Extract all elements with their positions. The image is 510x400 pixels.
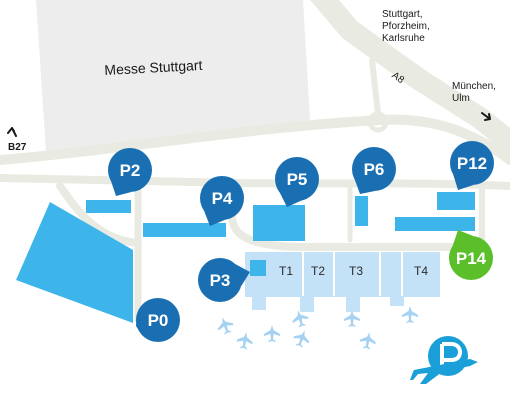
pin-label-p0: P0: [148, 311, 169, 330]
parking-pin-p6[interactable]: P6: [352, 147, 396, 194]
road-west-loop: [56, 182, 142, 247]
parking-area-p5: [253, 205, 305, 241]
pin-marker: [136, 298, 180, 342]
parking-pin-p4[interactable]: P4: [200, 176, 244, 226]
pin-label-p5: P5: [287, 170, 308, 189]
road-ring-south: [0, 174, 510, 190]
pin-label-p2: P2: [120, 161, 141, 180]
terminal-complex: [245, 252, 440, 312]
parking-area-p14: [395, 217, 475, 231]
parking-area-p0: [16, 202, 133, 323]
airplane-icon: [264, 325, 280, 342]
pin-label-p4: P4: [212, 189, 233, 208]
road-ring: [0, 114, 510, 165]
road-north-link: [369, 57, 381, 117]
terminal-label-t3: T3: [349, 264, 364, 278]
pin-label-p12: P12: [457, 154, 487, 173]
airplane-icon: [359, 332, 376, 350]
parking-area-p2: [86, 200, 131, 213]
parking-area-p4: [143, 223, 226, 237]
pin-label-p6: P6: [364, 160, 385, 179]
parking-pin-p0[interactable]: P0: [136, 298, 180, 342]
messe-block: [36, 0, 310, 152]
airplanes: [217, 306, 418, 350]
terminal-label-t1: T1: [279, 264, 294, 278]
parking-airplane-logo-icon: [410, 336, 478, 384]
terminal-hall: [245, 252, 440, 297]
airplane-icon: [293, 330, 310, 348]
road-a8: [310, 0, 510, 157]
road-b27-label: B27: [8, 142, 27, 153]
parking-areas: [16, 192, 475, 323]
terminal-pier-4: [390, 294, 404, 306]
parking-area-p3: [250, 260, 266, 276]
terminal-pier-2: [300, 294, 314, 312]
parking-pin-p3[interactable]: P3: [198, 258, 250, 302]
terminal-dividers: [302, 252, 403, 296]
pin-marker: [352, 147, 396, 191]
direction-arrow-icon: [7, 112, 491, 137]
airplane-icon: [217, 317, 234, 335]
terminal-label-t2: T2: [311, 264, 326, 278]
terminal-pier-3: [346, 294, 360, 312]
parking-area-p6: [355, 196, 368, 226]
terminal-pier-1: [252, 294, 266, 310]
pin-marker: [198, 258, 242, 302]
east-destinations-label: München, Ulm: [452, 81, 496, 104]
pin-label-p14: P14: [456, 249, 487, 268]
terminal-label-t4: T4: [414, 264, 429, 278]
parking-pin-p12[interactable]: P12: [450, 141, 494, 190]
airplane-icon: [402, 306, 418, 323]
pin-marker: [450, 141, 494, 185]
north-destinations-label: Stuttgart, Pforzheim, Karlsruhe: [382, 9, 430, 44]
airplane-icon: [236, 332, 253, 350]
pin-marker: [275, 157, 319, 201]
parking-pin-p2[interactable]: P2: [108, 148, 152, 196]
road-apron: [228, 211, 474, 251]
airplane-icon: [344, 310, 360, 327]
pin-marker: [449, 236, 493, 280]
road-network: [0, 0, 510, 324]
parking-pin-p5[interactable]: P5: [275, 157, 319, 207]
pin-marker: [200, 176, 244, 220]
airplane-icon: [292, 310, 309, 328]
pin-marker: [108, 148, 152, 192]
pin-label-p3: P3: [210, 271, 231, 290]
parking-area-p12: [437, 192, 475, 210]
parking-pin-p14[interactable]: P14: [449, 230, 493, 280]
